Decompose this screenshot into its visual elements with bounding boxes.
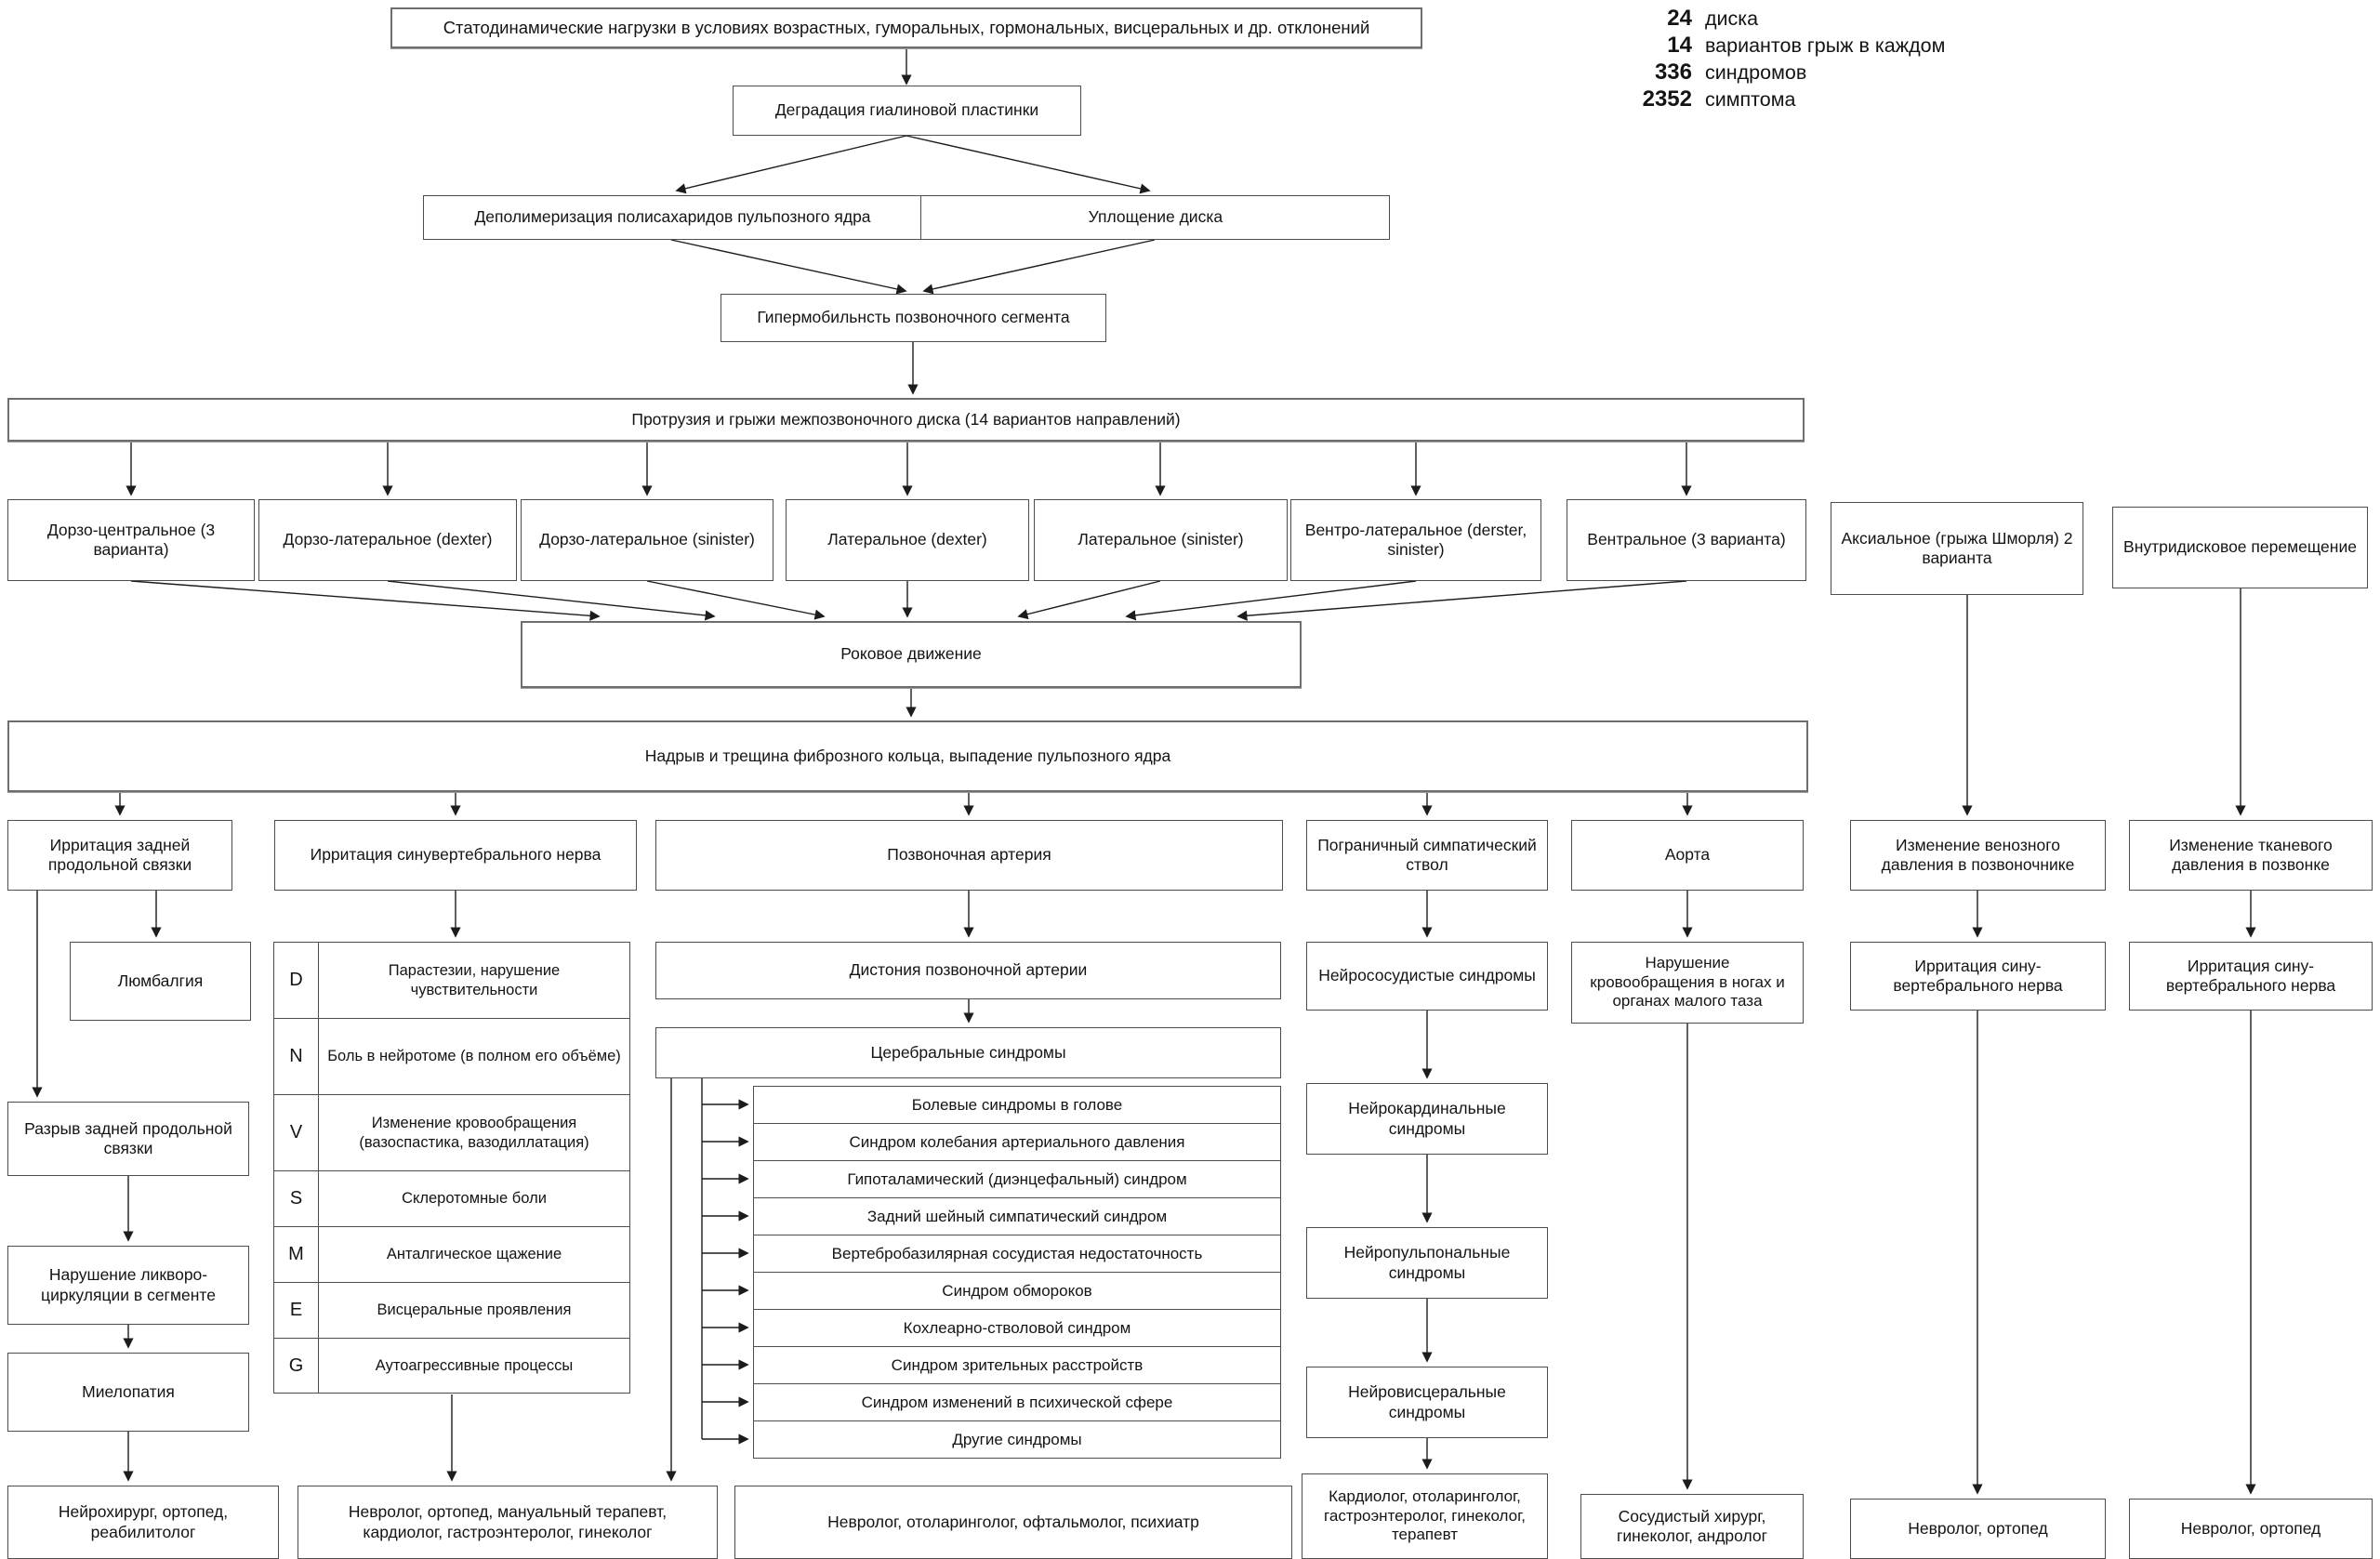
stat-label: вариантов грыж в каждом	[1705, 34, 1946, 57]
row-text: Изменение кровообращения (вазоспастика, …	[359, 1115, 589, 1151]
node-sinuvertebral-irritation-tissue: Ирритация сину-вертебрального нерва	[2129, 942, 2373, 1011]
node-tissue-pressure-change: Изменение тканевого давления в позвонке	[2129, 820, 2373, 891]
stat-value: 336	[1654, 59, 1692, 85]
row-text: Боль в нейротоме (в полном его объёме)	[327, 1048, 621, 1065]
variant-intradiscal: Внутридисковое перемещение	[2112, 507, 2368, 588]
node-artery-dystonia: Дистония позвоночной артерии	[655, 942, 1281, 999]
node-neurovascular-syndromes: Нейрососудистые синдромы	[1306, 942, 1548, 1011]
node-cerebral-syndromes: Церебральные синдромы	[655, 1027, 1281, 1078]
node-irritation-sinuvertebral-nerve: Ирритация синувертебрального нерва	[274, 820, 637, 891]
statistics-legend: 24 диска 14 вариантов грыж в каждом 336 …	[1571, 6, 1946, 113]
specialists-neurologist-manual: Невролог, ортопед, мануальный терапевт, …	[298, 1486, 718, 1559]
node-static-loads: Статодинамические нагрузки в условиях во…	[390, 7, 1422, 48]
row-text: Склеротомные боли	[402, 1190, 547, 1208]
syndrome-row: Гипоталамический (диэнцефальный) синдром	[753, 1160, 1281, 1198]
node-neurovisceral-syndromes: Нейровисцеральные синдромы	[1306, 1367, 1548, 1438]
node-liquor-circulation-disturbance: Нарушение ликворо-циркуляции в сегменте	[7, 1246, 249, 1325]
variant-dorso-central: Дорзо-центральное (3 варианта)	[7, 499, 255, 581]
node-leg-circulation-disturbance: Нарушение кровообращения в ногах и орган…	[1571, 942, 1804, 1024]
syndrome-row: Синдром зрительных расстройств	[753, 1346, 1281, 1384]
row-letter: V	[274, 1095, 319, 1170]
node-protrusion-hernia: Протрузия и грыжи межпозвоночного диска …	[7, 398, 1805, 442]
stat-label: симптома	[1705, 88, 1796, 111]
row-letter: M	[274, 1227, 319, 1282]
variant-lateral-dexter: Латеральное (dexter)	[786, 499, 1029, 581]
syndrome-row: Кохлеарно-стволовой синдром	[753, 1309, 1281, 1347]
row-text: Анталгическое щажение	[386, 1246, 562, 1263]
variant-dorso-lateral-sinister: Дорзо-латеральное (sinister)	[521, 499, 774, 581]
row-letter: D	[274, 943, 319, 1018]
variant-dorso-lateral-dexter: Дорзо-латеральное (dexter)	[258, 499, 517, 581]
specialists-neurologist-orthopedist-1: Невролог, ортопед	[1850, 1499, 2106, 1559]
table-row: D Парастезии, нарушение чувствительности	[274, 943, 629, 1019]
node-hyaline-degradation: Деградация гиалиновой пластинки	[733, 86, 1081, 136]
node-irritation-posterior-ligament: Ирритация задней продольной связки	[7, 820, 232, 891]
node-sinuvertebral-irritation-venous: Ирритация сину-вертебрального нерва	[1850, 942, 2106, 1011]
row-letter: N	[274, 1019, 319, 1094]
stat-row: 24 диска	[1571, 6, 1945, 33]
stat-label: диска	[1705, 7, 1759, 30]
stat-row: 2352 симптома	[1571, 86, 1945, 113]
table-row: N Боль в нейротоме (в полном его объёме)	[274, 1019, 629, 1095]
row-text: Аутоагрессивные процессы	[375, 1356, 574, 1374]
table-row: M Анталгическое щажение	[274, 1227, 629, 1283]
node-depolymerization: Деполимеризация полисахаридов пульпозног…	[423, 195, 922, 240]
node-border-sympathetic-trunk: Пограничный симпатический ствол	[1306, 820, 1548, 891]
dnvsmeg-table: D Парастезии, нарушение чувствительности…	[273, 942, 630, 1394]
node-neurocardinal-syndromes: Нейрокардинальные синдромы	[1306, 1083, 1548, 1155]
table-row: G Аутоагрессивные процессы	[274, 1339, 629, 1393]
stat-value: 14	[1667, 33, 1692, 58]
node-neuropulponal-syndromes: Нейропульпональные синдромы	[1306, 1227, 1548, 1299]
stat-row: 336 синдромов	[1571, 59, 1945, 86]
node-annulus-rupture: Надрыв и трещина фиброзного кольца, выпа…	[7, 720, 1808, 792]
specialists-neurologist-oto: Невролог, отоларинголог, офтальмолог, пс…	[734, 1486, 1292, 1559]
stat-row: 14 вариантов грыж в каждом	[1571, 33, 1945, 59]
node-fatal-movement: Роковое движение	[521, 621, 1302, 688]
syndrome-row: Синдром изменений в психической сфере	[753, 1383, 1281, 1421]
row-letter: E	[274, 1283, 319, 1338]
node-myelopathy: Миелопатия	[7, 1353, 249, 1432]
syndrome-row: Болевые синдромы в голове	[753, 1086, 1281, 1124]
row-text: Висцеральные проявления	[377, 1301, 572, 1319]
stat-label: синдромов	[1705, 61, 1807, 84]
stat-value: 2352	[1642, 86, 1692, 112]
syndrome-row: Вертебробазилярная сосудистая недостаточ…	[753, 1235, 1281, 1273]
node-hypermobility: Гипермобильнсть позвоночного сегмента	[721, 294, 1106, 342]
syndrome-row: Синдром колебания артериального давления	[753, 1123, 1281, 1161]
specialists-neurosurgeon: Нейрохирург, ортопед, реабилитолог	[7, 1486, 279, 1559]
variant-axial-schmorl: Аксиальное (грыжа Шморля) 2 варианта	[1831, 502, 2083, 595]
node-venous-pressure-change: Изменение венозного давления в позвоночн…	[1850, 820, 2106, 891]
row-letter: G	[274, 1339, 319, 1393]
specialists-vascular-surgeon: Сосудистый хирург, гинеколог, андролог	[1580, 1494, 1804, 1559]
table-row: S Склеротомные боли	[274, 1171, 629, 1227]
row-text: Парастезии, нарушение чувствительности	[388, 962, 561, 998]
specialists-cardiologist: Кардиолог, отоларинголог, гастроэнтероло…	[1302, 1473, 1548, 1559]
syndrome-row: Другие синдромы	[753, 1420, 1281, 1459]
table-row: V Изменение кровообращения (вазоспастика…	[274, 1095, 629, 1171]
variant-ventro-lateral: Вентро-латеральное (derster, sinister)	[1290, 499, 1541, 581]
stat-value: 24	[1667, 6, 1692, 31]
node-disc-flattening: Уплощение диска	[920, 195, 1391, 240]
node-aorta: Аорта	[1571, 820, 1804, 891]
node-lumbalgia: Люмбалгия	[70, 942, 251, 1021]
node-ligament-rupture: Разрыв задней продольной связки	[7, 1102, 249, 1176]
variant-lateral-sinister: Латеральное (sinister)	[1034, 499, 1288, 581]
specialists-neurologist-orthopedist-2: Невролог, ортопед	[2129, 1499, 2373, 1559]
table-row: E Висцеральные проявления	[274, 1283, 629, 1339]
syndrome-row: Задний шейный симпатический синдром	[753, 1197, 1281, 1235]
variant-ventral: Вентральное (3 варианта)	[1567, 499, 1806, 581]
syndrome-row: Синдром обмороков	[753, 1272, 1281, 1310]
row-letter: S	[274, 1171, 319, 1226]
node-vertebral-artery: Позвоночная артерия	[655, 820, 1283, 891]
